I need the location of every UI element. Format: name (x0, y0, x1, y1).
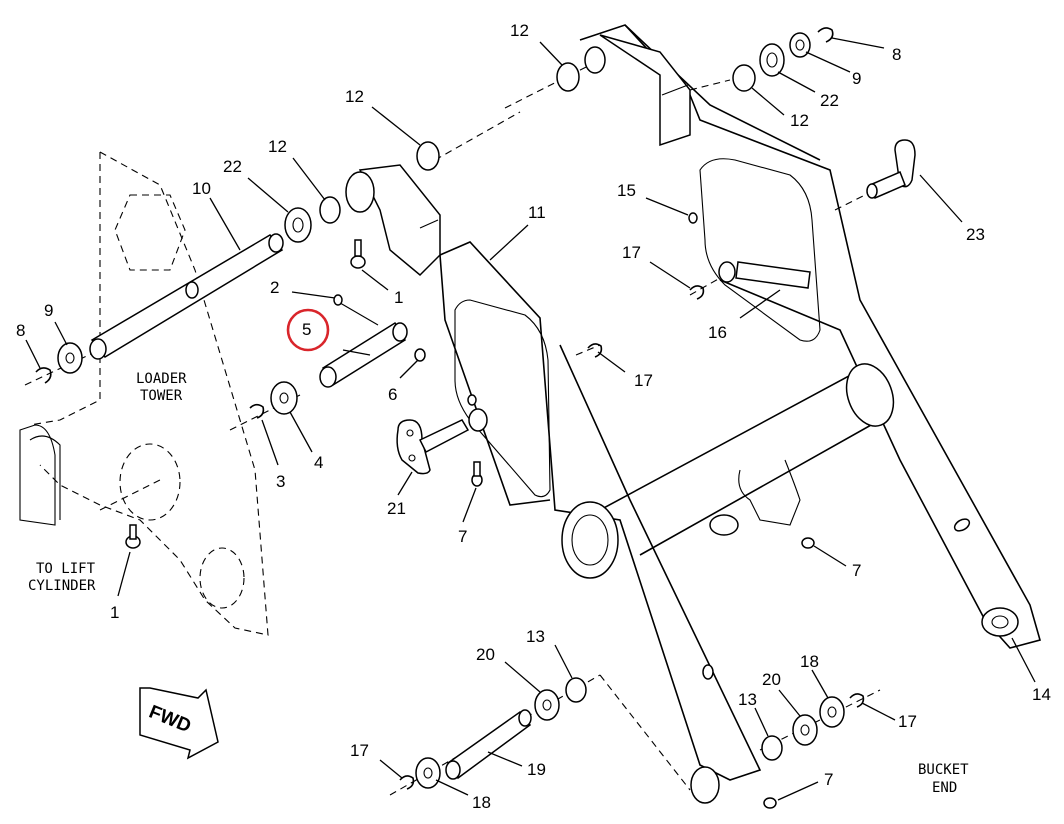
bucket-end-label: BUCKET (918, 762, 969, 778)
callout-14: 14 (1032, 685, 1051, 704)
callout-20: 20 (476, 645, 495, 664)
callout-10: 10 (192, 179, 211, 198)
parts (35, 27, 916, 809)
loader-tower-label: LOADER (136, 371, 187, 387)
callout-15: 15 (617, 181, 636, 200)
loader-tower-label-2: TOWER (140, 388, 183, 404)
callout-8: 8 (16, 321, 25, 340)
callout-17: 17 (898, 712, 917, 731)
highlight-circle (286, 308, 330, 352)
callout-7: 7 (458, 527, 467, 546)
callout-9: 9 (852, 69, 861, 88)
callout-18: 18 (800, 652, 819, 671)
callout-11: 11 (528, 203, 546, 222)
fwd-arrow: FWD (139, 687, 219, 760)
callout-22: 22 (223, 157, 242, 176)
callout-12: 12 (345, 87, 364, 106)
loader-tower (19, 151, 269, 636)
callout-13: 13 (738, 690, 757, 709)
callout-7: 7 (824, 770, 833, 789)
callout-1: 1 (394, 288, 403, 307)
callout-3: 3 (276, 472, 285, 491)
callout-12: 12 (268, 137, 287, 156)
callout-23: 23 (966, 225, 985, 244)
callout-22: 22 (820, 91, 839, 110)
loader-arm (345, 24, 1041, 804)
callout-17: 17 (622, 243, 641, 262)
callout-1: 1 (110, 603, 119, 622)
callout-18: 18 (472, 793, 491, 812)
callout-8: 8 (892, 45, 901, 64)
callout-numbers: 12 8 9 22 12 12 12 22 10 11 15 23 17 16 … (16, 21, 1051, 812)
callout-21: 21 (387, 499, 406, 518)
callout-17: 17 (350, 741, 369, 760)
callout-13: 13 (526, 627, 545, 646)
callout-12: 12 (790, 111, 809, 130)
callout-4: 4 (314, 453, 323, 472)
bucket-end-label-2: END (932, 780, 957, 796)
callout-19: 19 (527, 760, 546, 779)
callout-20: 20 (762, 670, 781, 689)
callout-7: 7 (852, 561, 861, 580)
lift-cylinder-label-2: CYLINDER (28, 578, 96, 594)
callout-2: 2 (270, 278, 279, 297)
callout-9: 9 (44, 301, 53, 320)
leader-lines (25, 37, 1036, 801)
callout-12: 12 (510, 21, 529, 40)
callout-16: 16 (708, 323, 727, 342)
callout-17: 17 (634, 371, 653, 390)
callout-6: 6 (388, 385, 397, 404)
lift-cylinder-label: TO LIFT (36, 561, 96, 577)
callout-5: 5 (302, 320, 311, 339)
text-labels: LOADER TOWER TO LIFT CYLINDER BUCKET END (28, 371, 969, 796)
